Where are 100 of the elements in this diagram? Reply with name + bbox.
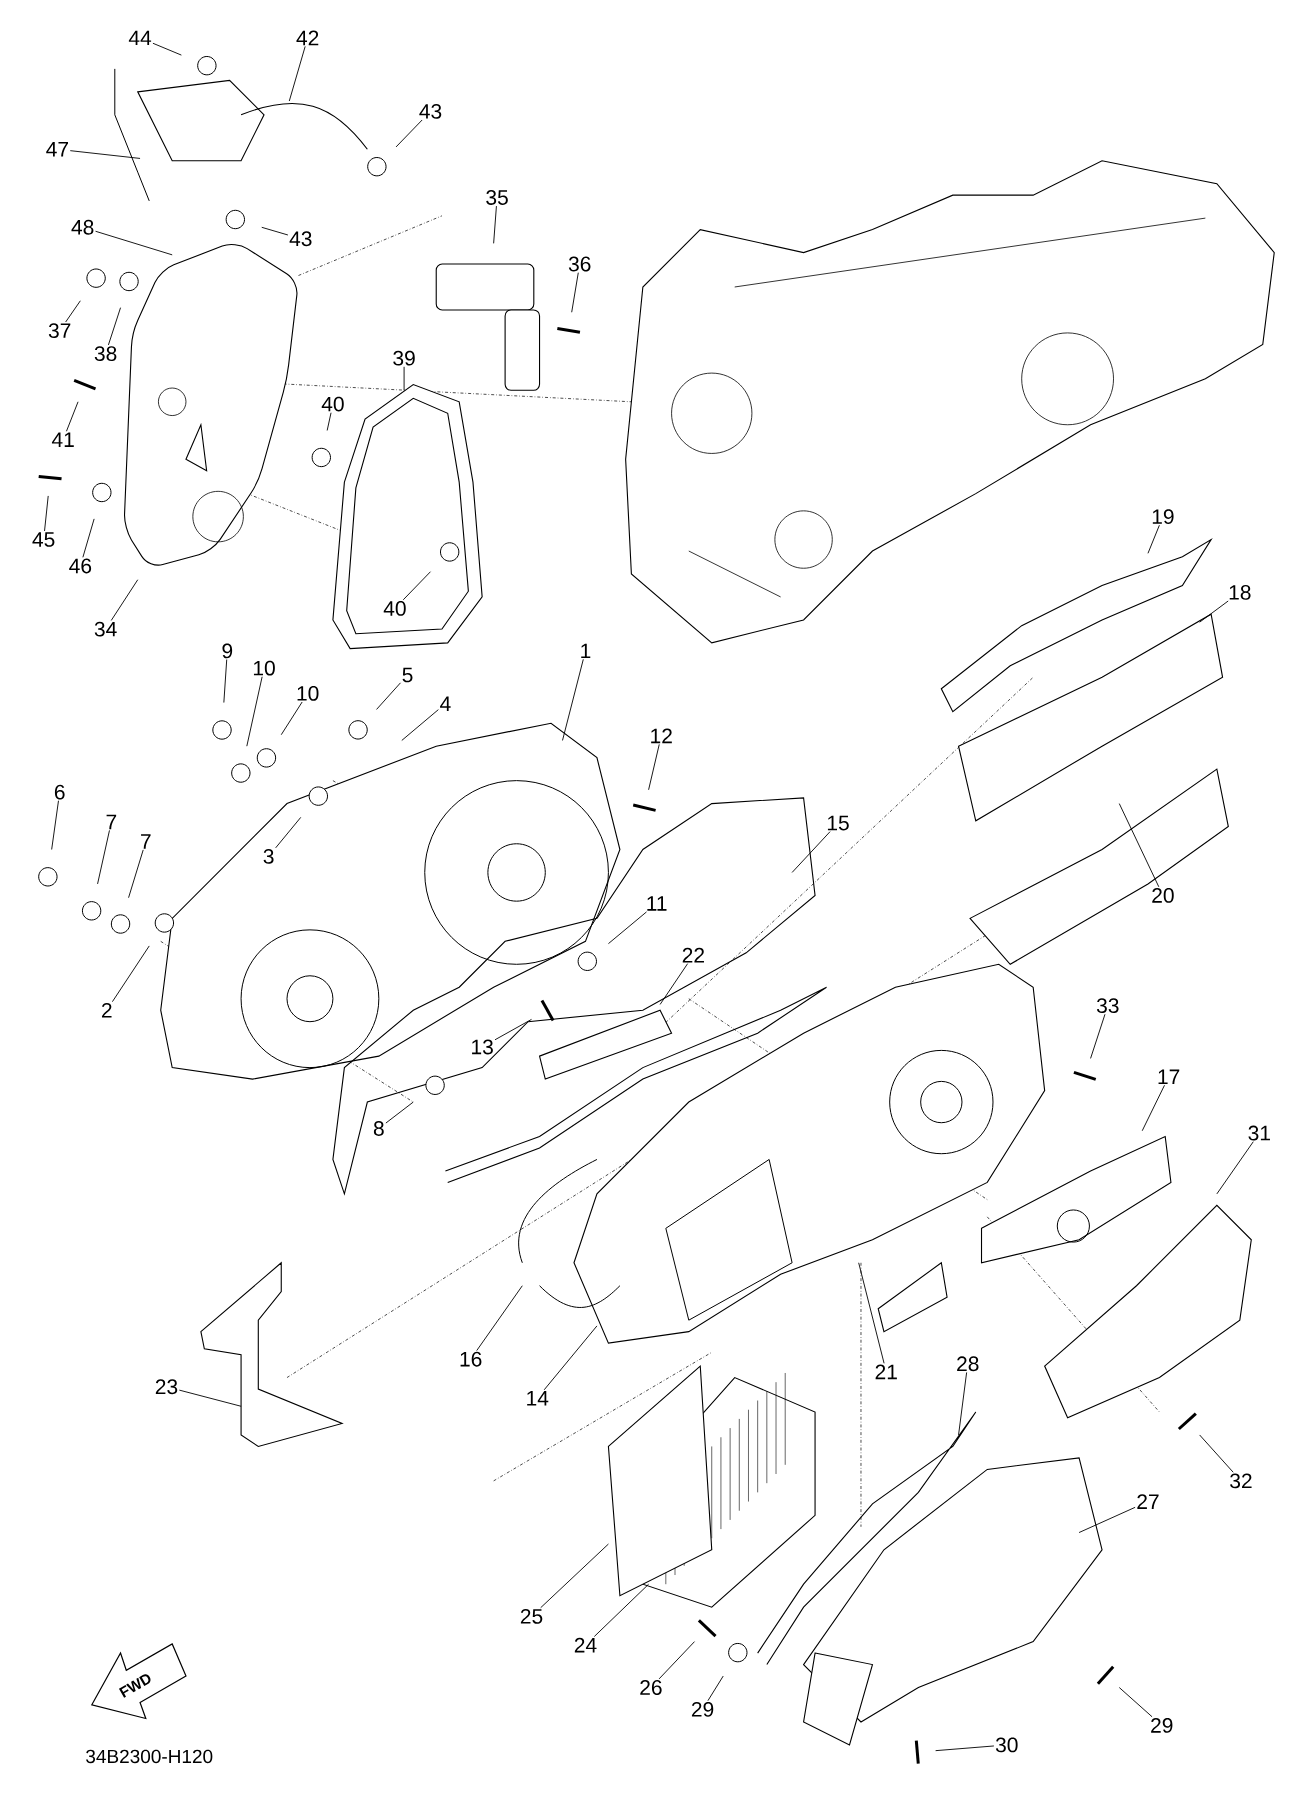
- callout-number: 25: [521, 1608, 543, 1624]
- part-code: 34B2300-H120: [86, 1749, 213, 1764]
- callout-number: 7: [106, 814, 117, 830]
- callout-number: 35: [486, 190, 509, 205]
- callout-number: 10: [254, 660, 276, 676]
- callout-number: 38: [94, 346, 117, 361]
- callout-number: 34: [94, 621, 117, 637]
- callout-number: 3: [263, 848, 274, 864]
- leader-line: [648, 743, 660, 791]
- callout-number: 1: [581, 643, 591, 659]
- callout-number: 2: [102, 1002, 112, 1018]
- leader-line: [594, 1583, 650, 1637]
- leader-line: [261, 226, 289, 236]
- callout-number: 18: [1229, 584, 1251, 600]
- callout-number: 28: [957, 1356, 979, 1372]
- callout-number: 46: [69, 558, 92, 574]
- leader-line: [112, 945, 150, 1003]
- leader-line: [289, 45, 306, 102]
- callout-number: 36: [569, 256, 591, 272]
- callout-number: 32: [1230, 1473, 1252, 1489]
- leader-line: [658, 1641, 696, 1680]
- leader-line: [82, 518, 95, 558]
- leader-line: [246, 676, 263, 747]
- leader-line: [326, 412, 332, 431]
- callout-number: 33: [1097, 998, 1119, 1014]
- callout-number: 23: [156, 1379, 178, 1395]
- leader-line: [1119, 803, 1160, 888]
- callout-number: 16: [460, 1351, 482, 1367]
- leader-line: [1199, 600, 1229, 623]
- callout-number: 30: [996, 1737, 1018, 1753]
- leader-line: [65, 300, 82, 323]
- callout-number: 8: [374, 1121, 384, 1136]
- callout-number: 24: [575, 1637, 597, 1653]
- leader-line: [51, 800, 60, 850]
- callout-number: 42: [296, 30, 319, 46]
- callout-number: 7: [141, 834, 151, 849]
- callout-number: 26: [640, 1680, 662, 1695]
- callout-number: 15: [828, 815, 849, 831]
- leader-line: [111, 579, 139, 621]
- leader-line: [1119, 1687, 1153, 1718]
- leader-line: [543, 1325, 598, 1391]
- leader-line: [275, 816, 302, 849]
- leader-line: [385, 1101, 414, 1124]
- callout-number: 10: [297, 685, 319, 701]
- callout-number: 9: [222, 643, 233, 659]
- leader-line: [571, 272, 579, 313]
- callout-number: 43: [289, 231, 312, 247]
- leader-line: [493, 205, 498, 244]
- callout-number: 27: [1137, 1494, 1159, 1509]
- leader-line: [935, 1745, 995, 1752]
- leader-line: [70, 150, 141, 159]
- leader-line: [376, 682, 402, 710]
- leader-line: [659, 963, 689, 1005]
- leader-line: [403, 571, 432, 601]
- callout-number: 29: [692, 1701, 714, 1717]
- leader-line: [1199, 1434, 1234, 1473]
- leader-line: [1090, 1013, 1106, 1059]
- leader-line: [66, 401, 79, 432]
- leader-line: [44, 495, 49, 532]
- leader-line: [1078, 1506, 1136, 1533]
- callout-number: 29: [1151, 1717, 1173, 1733]
- callout-number: 39: [393, 350, 415, 366]
- callout-number: 19: [1153, 509, 1174, 524]
- callout-number: 20: [1152, 888, 1174, 903]
- callout-number: 22: [682, 947, 705, 963]
- callout-number: 12: [651, 728, 673, 744]
- callout-number: 14: [527, 1391, 549, 1406]
- leader-line: [1147, 524, 1161, 554]
- leader-line: [281, 701, 303, 736]
- callout-number: 13: [472, 1039, 494, 1055]
- leader-line: [152, 42, 183, 56]
- callout-number: 37: [49, 323, 71, 339]
- callout-number: 17: [1158, 1069, 1180, 1084]
- callout-number: 40: [383, 601, 406, 616]
- leader-line: [1216, 1141, 1254, 1195]
- leader-line: [403, 366, 405, 391]
- leader-line: [95, 230, 173, 256]
- callout-number: 6: [55, 784, 65, 800]
- callout-number: 4: [440, 696, 451, 711]
- callout-number: 47: [46, 142, 69, 157]
- callout-number: 31: [1248, 1125, 1271, 1141]
- leader-line: [562, 658, 584, 741]
- leader-line: [395, 119, 423, 148]
- leader-line: [608, 911, 648, 945]
- callout-number: 44: [129, 30, 152, 46]
- callout-number: 41: [52, 432, 74, 447]
- leader-line: [179, 1389, 242, 1407]
- callout-number: 48: [71, 219, 94, 235]
- leader-line: [108, 307, 122, 346]
- direction-label: FWD: [119, 1674, 151, 1698]
- leader-line: [476, 1285, 523, 1351]
- leader-line: [858, 1262, 885, 1364]
- callout-number: 40: [321, 396, 344, 412]
- callout-number: 21: [875, 1364, 898, 1380]
- callout-number: 43: [419, 103, 442, 119]
- leader-line: [958, 1372, 968, 1436]
- leader-line: [494, 1018, 533, 1041]
- callout-number: 5: [402, 667, 413, 683]
- callout-number: 45: [32, 532, 55, 547]
- leader-line: [223, 659, 228, 703]
